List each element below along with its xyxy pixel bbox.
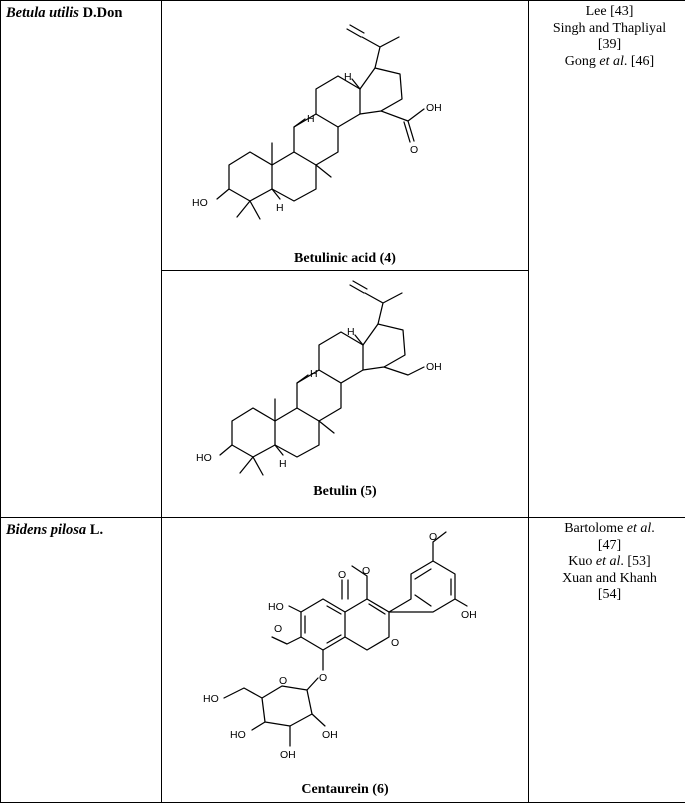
reference: [54]: [597, 587, 622, 602]
h-label: H: [344, 71, 352, 83]
oh-label: OH: [426, 361, 442, 373]
plant-author: D.Don: [82, 5, 123, 21]
reference: Xuan and Khanh: [562, 570, 657, 586]
plant-name-cell: Bidens pilosa L.: [0, 517, 162, 803]
reference: [39]: [597, 37, 622, 52]
compound-name: Centaurein (6): [301, 782, 389, 797]
betulinic-acid-structure: HO H H H OH O: [192, 24, 442, 220]
table-row: Bidens pilosa L.: [0, 517, 685, 803]
oh-label: OH: [280, 749, 296, 761]
structure-cell: HO H H H OH Betulin (5): [161, 270, 529, 518]
reference: Lee [43]: [585, 4, 634, 19]
ho-label: HO: [268, 601, 284, 613]
oh-label: OH: [322, 729, 338, 741]
table-row: Betula utilis D.Don: [0, 0, 685, 518]
reference: Gong et al. [46]: [564, 53, 655, 69]
compound-name: Betulinic acid (4): [294, 251, 396, 266]
plant-genus: Bidens pilosa: [6, 522, 87, 538]
o-label: O: [362, 565, 370, 577]
h-label: H: [310, 368, 318, 380]
o-label: O: [274, 623, 282, 635]
ho-label: HO: [196, 452, 212, 464]
plant-author: L.: [89, 522, 104, 538]
o-label: O: [429, 531, 437, 543]
ho-label: HO: [192, 197, 208, 209]
structure-cell: HO H H H OH O Betulinic acid (4): [161, 0, 529, 271]
reference: Kuo et al. [53]: [568, 554, 651, 569]
o-label: O: [410, 144, 418, 156]
oh-label: OH: [461, 609, 477, 621]
h-label: H: [347, 326, 355, 338]
h-label: H: [279, 458, 287, 470]
reference: [47]: [597, 537, 622, 553]
o-label: O: [279, 675, 287, 687]
o-label: O: [391, 637, 399, 649]
o-label: O: [338, 569, 346, 581]
table-row: HO H H H OH Betulin (5): [1, 270, 685, 518]
references-cell: Bartolome et al. [47] Kuo et al. [53] Xu…: [528, 517, 685, 803]
ho-label: HO: [230, 729, 246, 741]
structure-bonds: [216, 24, 425, 220]
o-label: O: [319, 672, 327, 684]
plant-name-cell: Betula utilis D.Don: [0, 0, 162, 518]
h-label: H: [307, 113, 315, 125]
compound-name: Betulin (5): [313, 484, 377, 499]
reference: Singh and Thapliyal: [552, 20, 667, 36]
centaurein-structure: O O O OH O HO O O O O HO OH OH HO: [203, 531, 477, 761]
plant-genus: Betula utilis: [6, 5, 79, 21]
ho-label: HO: [203, 693, 219, 705]
betulin-structure: HO H H H OH: [196, 280, 442, 476]
structure-cell: O O O OH O HO O O O O HO OH OH HO Centau…: [161, 517, 529, 803]
references-cell: Lee [43] Singh and Thapliyal [39] Gong e…: [528, 0, 685, 518]
h-label: H: [276, 202, 284, 214]
reference: Bartolome et al.: [564, 521, 655, 536]
oh-label: OH: [426, 102, 442, 114]
structure-bonds: [219, 280, 425, 476]
structure-bonds: [223, 531, 468, 747]
